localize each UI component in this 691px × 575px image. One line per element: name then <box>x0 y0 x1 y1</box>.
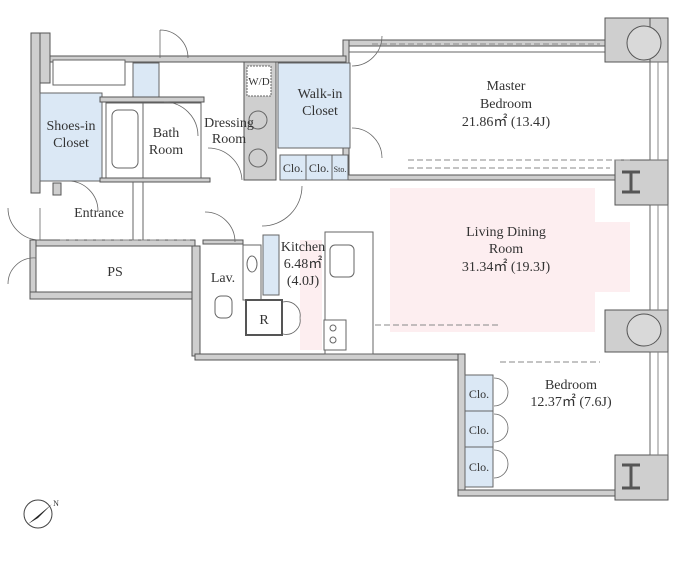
window-wall <box>604 17 669 501</box>
storage-label: Sto. <box>334 165 347 174</box>
kitchen-area: (4.0J) <box>287 274 320 289</box>
master-bedroom-name: Bedroom <box>480 97 532 112</box>
lavatory-name: Lav. <box>211 271 235 286</box>
master-bedroom-area: 21.86㎡ (13.4J) <box>462 114 551 130</box>
closet-label: Clo. <box>469 423 489 437</box>
kitchen-pantry <box>262 234 280 296</box>
living-dining-name: Room <box>489 242 523 257</box>
north-compass: N <box>23 499 59 529</box>
living-highlight <box>390 188 630 332</box>
entrance-name: Entrance <box>74 206 124 221</box>
closet-label: Clo. <box>283 161 303 175</box>
washer-dryer-name: W/D <box>248 76 269 88</box>
closet-label: Clo. <box>469 460 489 474</box>
doors <box>7 29 509 479</box>
closet-1 <box>279 154 307 181</box>
master-bedroom-name: Master <box>487 79 526 94</box>
walk-in-closet-name: Walk-in <box>298 87 343 102</box>
shoes-in-closet-name: Closet <box>53 136 89 151</box>
living-dining-area: 31.34㎡ (19.3J) <box>462 259 551 275</box>
dressing-room-name: Room <box>212 132 246 147</box>
bath-room-name: Room <box>149 143 183 158</box>
dressing-room-name: Dressing <box>204 116 254 131</box>
storage <box>331 154 349 181</box>
small-closet <box>132 62 160 99</box>
ps-name: PS <box>107 265 123 280</box>
room-labels: Master Bedroom 21.86㎡ (13.4J) Living Din… <box>47 76 612 474</box>
kitchen-highlight <box>300 240 322 350</box>
bedroom-name: Bedroom <box>545 378 597 393</box>
bedroom-area: 12.37㎡ (7.6J) <box>530 394 612 410</box>
interior-walls <box>52 59 374 355</box>
living-dining-name: Living Dining <box>466 225 546 240</box>
shoes-in-closet-name: Shoes-in <box>47 119 96 134</box>
walk-in-closet-name: Closet <box>302 104 338 119</box>
walk-in-closet <box>277 62 351 149</box>
closet-label: Clo. <box>469 387 489 401</box>
bath-room-name: Bath <box>153 126 179 141</box>
shoes-in-closet <box>39 92 103 182</box>
bedroom-closet-3 <box>464 446 494 488</box>
kitchen-name: Kitchen <box>281 240 325 255</box>
refrigerator-name: R <box>259 313 269 328</box>
closet-label: Clo. <box>309 161 329 175</box>
kitchen-area: 6.48㎡ <box>284 256 323 272</box>
compass-north-label: N <box>53 499 59 508</box>
